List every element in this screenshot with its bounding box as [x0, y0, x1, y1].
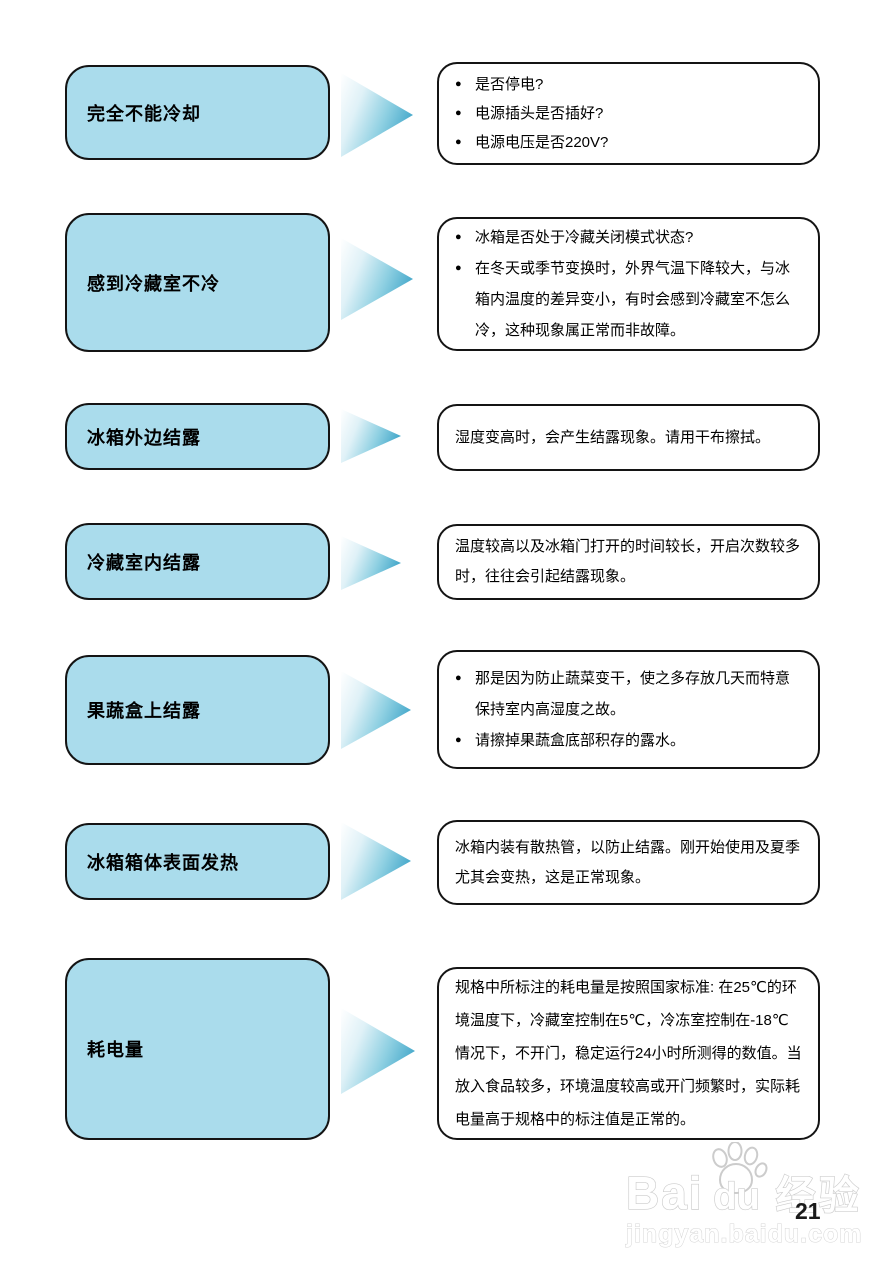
arrow-right-icon	[341, 671, 411, 749]
answer-item: 规格中所标注的耗电量是按照国家标准: 在25℃的环境温度下，冷藏室控制在5℃，冷…	[455, 971, 802, 1136]
answer-box: 规格中所标注的耗电量是按照国家标准: 在25℃的环境温度下，冷藏室控制在5℃，冷…	[437, 967, 820, 1140]
symptom-box: 感到冷藏室不冷	[65, 213, 330, 352]
page-number: 21	[795, 1198, 821, 1224]
answer-box: ● 那是因为防止蔬菜变干，使之多存放几天而特意保持室内高湿度之故。 ● 请擦掉果…	[437, 650, 820, 769]
baidu-logo-text: Bai	[625, 1167, 704, 1219]
answer-box: 温度较高以及冰箱门打开的时间较长，开启次数较多时，往往会引起结露现象。	[437, 524, 820, 600]
answer-item: ● 电源电压是否220V?	[455, 128, 802, 157]
arrow-right-icon	[341, 238, 413, 320]
answer-text: 电源插头是否插好?	[475, 105, 604, 122]
symptom-box: 冷藏室内结露	[65, 523, 330, 600]
symptom-label: 感到冷藏室不冷	[87, 273, 220, 294]
symptom-label: 耗电量	[87, 1040, 144, 1060]
bullet-icon: ●	[455, 107, 462, 119]
answer-item: ● 电源插头是否插好?	[455, 99, 802, 128]
baidu-logo-text: du	[713, 1176, 761, 1218]
answer-text: 湿度变高时，会产生结露现象。请用干布擦拭。	[455, 428, 771, 446]
answer-text: 电源电压是否220V?	[475, 134, 609, 151]
bullet-icon: ●	[455, 231, 462, 243]
answer-item: 湿度变高时，会产生结露现象。请用干布擦拭。	[455, 427, 802, 449]
jingyan-logo-text: 经验	[775, 1174, 862, 1218]
symptom-label: 冷藏室内结露	[87, 552, 201, 573]
symptom-label: 完全不能冷却	[87, 103, 201, 124]
arrow-right-icon	[341, 409, 401, 463]
answer-box: ● 冰箱是否处于冷藏关闭模式状态? ● 在冬天或季节变换时，外界气温下降较大，与…	[437, 217, 820, 351]
answer-item: ● 是否停电?	[455, 70, 802, 99]
answer-item: ● 请擦掉果蔬盒底部积存的露水。	[455, 725, 802, 756]
baidu-jingyan-logo: Bai du 经验	[625, 1142, 880, 1219]
answer-text: 那是因为防止蔬菜变干，使之多存放几天而特意保持室内高湿度之故。	[475, 670, 791, 718]
answer-text: 请擦掉果蔬盒底部积存的露水。	[475, 732, 686, 749]
answer-text: 规格中所标注的耗电量是按照国家标准: 在25℃的环境温度下，冷藏室控制在5℃，冷…	[455, 979, 802, 1128]
bullet-icon: ●	[455, 78, 462, 90]
symptom-box: 果蔬盒上结露	[65, 655, 330, 765]
paw-icon	[711, 1142, 768, 1194]
answer-text: 温度较高以及冰箱门打开的时间较长，开启次数较多时，往往会引起结露现象。	[455, 538, 801, 585]
bullet-icon: ●	[455, 672, 462, 684]
symptom-label: 冰箱箱体表面发热	[87, 852, 239, 873]
arrow-right-icon	[341, 822, 411, 900]
symptom-label: 果蔬盒上结露	[87, 701, 201, 721]
bullet-icon: ●	[455, 262, 462, 274]
symptom-box: 完全不能冷却	[65, 65, 330, 160]
answer-item: ● 冰箱是否处于冷藏关闭模式状态?	[455, 222, 802, 253]
arrow-right-icon	[341, 73, 413, 157]
answer-text: 是否停电?	[475, 76, 544, 93]
answer-box: 冰箱内装有散热管，以防止结露。刚开始使用及夏季尤其会变热，这是正常现象。	[437, 820, 820, 905]
answer-item: ● 那是因为防止蔬菜变干，使之多存放几天而特意保持室内高湿度之故。	[455, 663, 802, 725]
answer-box: ● 是否停电? ● 电源插头是否插好? ● 电源电压是否220V?	[437, 62, 820, 165]
bullet-icon: ●	[455, 734, 462, 746]
answer-item: 冰箱内装有散热管，以防止结露。刚开始使用及夏季尤其会变热，这是正常现象。	[455, 833, 802, 893]
watermark-url: jingyan.baidu.com	[626, 1220, 863, 1249]
watermark: Bai du 经验 jingyan.baidu.com	[625, 1142, 880, 1249]
bullet-icon: ●	[455, 136, 462, 148]
symptom-box: 耗电量	[65, 958, 330, 1140]
answer-box: 湿度变高时，会产生结露现象。请用干布擦拭。	[437, 404, 820, 471]
arrow-right-icon	[341, 536, 401, 590]
answer-text: 冰箱内装有散热管，以防止结露。刚开始使用及夏季尤其会变热，这是正常现象。	[455, 838, 801, 886]
answer-item: 温度较高以及冰箱门打开的时间较长，开启次数较多时，往往会引起结露现象。	[455, 532, 802, 592]
symptom-label: 冰箱外边结露	[87, 427, 201, 448]
answer-text: 冰箱是否处于冷藏关闭模式状态?	[475, 229, 694, 246]
symptom-box: 冰箱箱体表面发热	[65, 823, 330, 900]
arrow-right-icon	[341, 1008, 415, 1094]
answer-text: 在冬天或季节变换时，外界气温下降较大，与冰箱内温度的差异变小，有时会感到冷藏室不…	[475, 260, 791, 339]
answer-item: ● 在冬天或季节变换时，外界气温下降较大，与冰箱内温度的差异变小，有时会感到冷藏…	[455, 253, 802, 346]
symptom-box: 冰箱外边结露	[65, 403, 330, 470]
